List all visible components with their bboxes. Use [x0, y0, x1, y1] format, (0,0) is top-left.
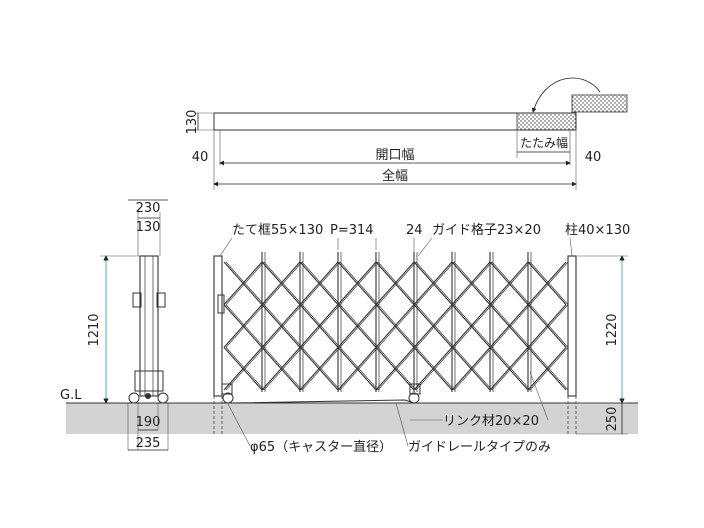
opening-width-label: 開口幅: [375, 148, 414, 163]
link-bar: [529, 347, 569, 391]
link-bar: [489, 304, 529, 348]
link-bar: [301, 347, 341, 391]
link-bar: [491, 261, 531, 305]
link-bar: [225, 261, 265, 305]
total-width-label: 全幅: [382, 168, 408, 184]
link-bar: [339, 261, 379, 305]
link-bar: [301, 304, 341, 348]
link-bar: [415, 261, 455, 305]
top-view-folded-offset: [571, 94, 628, 113]
link-label: リンク材20×20: [443, 414, 539, 429]
link-bar: [377, 304, 417, 348]
link-bar: [223, 304, 263, 348]
link-bar: [301, 261, 341, 305]
link-bar: [261, 346, 301, 391]
link-bar: [337, 261, 377, 306]
side-top-width-label: 230: [136, 201, 161, 216]
link-bar: [413, 304, 453, 348]
link-bar: [299, 346, 339, 391]
link-bar: [413, 261, 453, 306]
link-bar: [491, 304, 531, 348]
right-post: [567, 255, 577, 397]
rail-label: ガイドレールタイプのみ: [408, 440, 551, 455]
link-bar: [339, 304, 379, 348]
right-offset-label: 40: [585, 150, 602, 165]
top-view-folded-section: [516, 112, 577, 131]
guide-lattice: [261, 252, 532, 392]
link-bar: [337, 346, 377, 391]
ground-label: G.L: [60, 388, 82, 403]
caster-left: [222, 392, 234, 404]
link-bar: [453, 261, 493, 305]
link-bar: [299, 261, 339, 306]
link-bar: [377, 347, 417, 391]
left-offset-label: 40: [192, 150, 209, 165]
link-bar: [527, 261, 567, 306]
link-bar: [263, 304, 303, 348]
ground: [66, 403, 638, 434]
link-bar: [337, 304, 377, 348]
link-bar: [489, 261, 529, 306]
side-base-outer-label: 235: [136, 436, 161, 451]
link-bar: [223, 261, 263, 306]
link-bar: [339, 347, 379, 391]
link-bar: [453, 304, 493, 348]
link-bar: [261, 304, 301, 348]
link-bar: [263, 347, 303, 391]
link-bar: [415, 347, 455, 391]
link-bar: [223, 346, 263, 391]
guide-spacing-label: 24: [406, 223, 423, 238]
link-bar: [225, 347, 265, 391]
link-bar: [415, 304, 455, 348]
link-bar: [491, 347, 531, 391]
side-height-label: 1210: [87, 313, 102, 346]
link-bar: [453, 347, 493, 391]
link-bar: [377, 261, 417, 305]
side-inner-width-label: 130: [136, 220, 161, 235]
guide-label: ガイド格子23×20: [432, 222, 541, 238]
link-bar: [451, 304, 491, 348]
link-bar: [529, 261, 569, 305]
link-bar: [225, 304, 265, 348]
link-bar: [451, 346, 491, 391]
frame-label: たて框55×130: [232, 223, 323, 238]
link-bar: [529, 304, 569, 348]
link-bar: [375, 346, 415, 391]
top-height-label: 130: [185, 110, 200, 135]
link-bar: [489, 346, 529, 391]
swing-arrow: [531, 77, 601, 113]
top-view: 130 40 開口幅 40 たたみ幅 全幅: [185, 77, 628, 190]
link-bar: [299, 304, 339, 348]
side-view: 230 130 1210 G.L 190 235: [60, 199, 169, 451]
front-view: たて框55×130 P=314 24 ガイド格子23×20 柱40×130 12…: [213, 222, 630, 455]
pitch-label: P=314: [330, 223, 374, 238]
link-bar: [263, 261, 303, 305]
link-bar: [375, 261, 415, 306]
guide-rail: [229, 399, 415, 404]
link-bar: [375, 304, 415, 348]
link-bar: [413, 346, 453, 391]
front-height-label: 1220: [605, 313, 620, 346]
fold-width-label: たたみ幅: [520, 135, 568, 150]
link-bar: [261, 261, 301, 306]
link-bar: [451, 261, 491, 306]
side-base-inner-label: 190: [136, 415, 161, 430]
left-frame: [213, 255, 223, 397]
link-bar: [527, 304, 567, 348]
below-ground-label: 250: [605, 407, 620, 432]
post-label: 柱40×130: [565, 223, 630, 238]
caster-label: φ65（キャスター直径）: [250, 440, 392, 455]
link-lattice: [223, 261, 569, 391]
